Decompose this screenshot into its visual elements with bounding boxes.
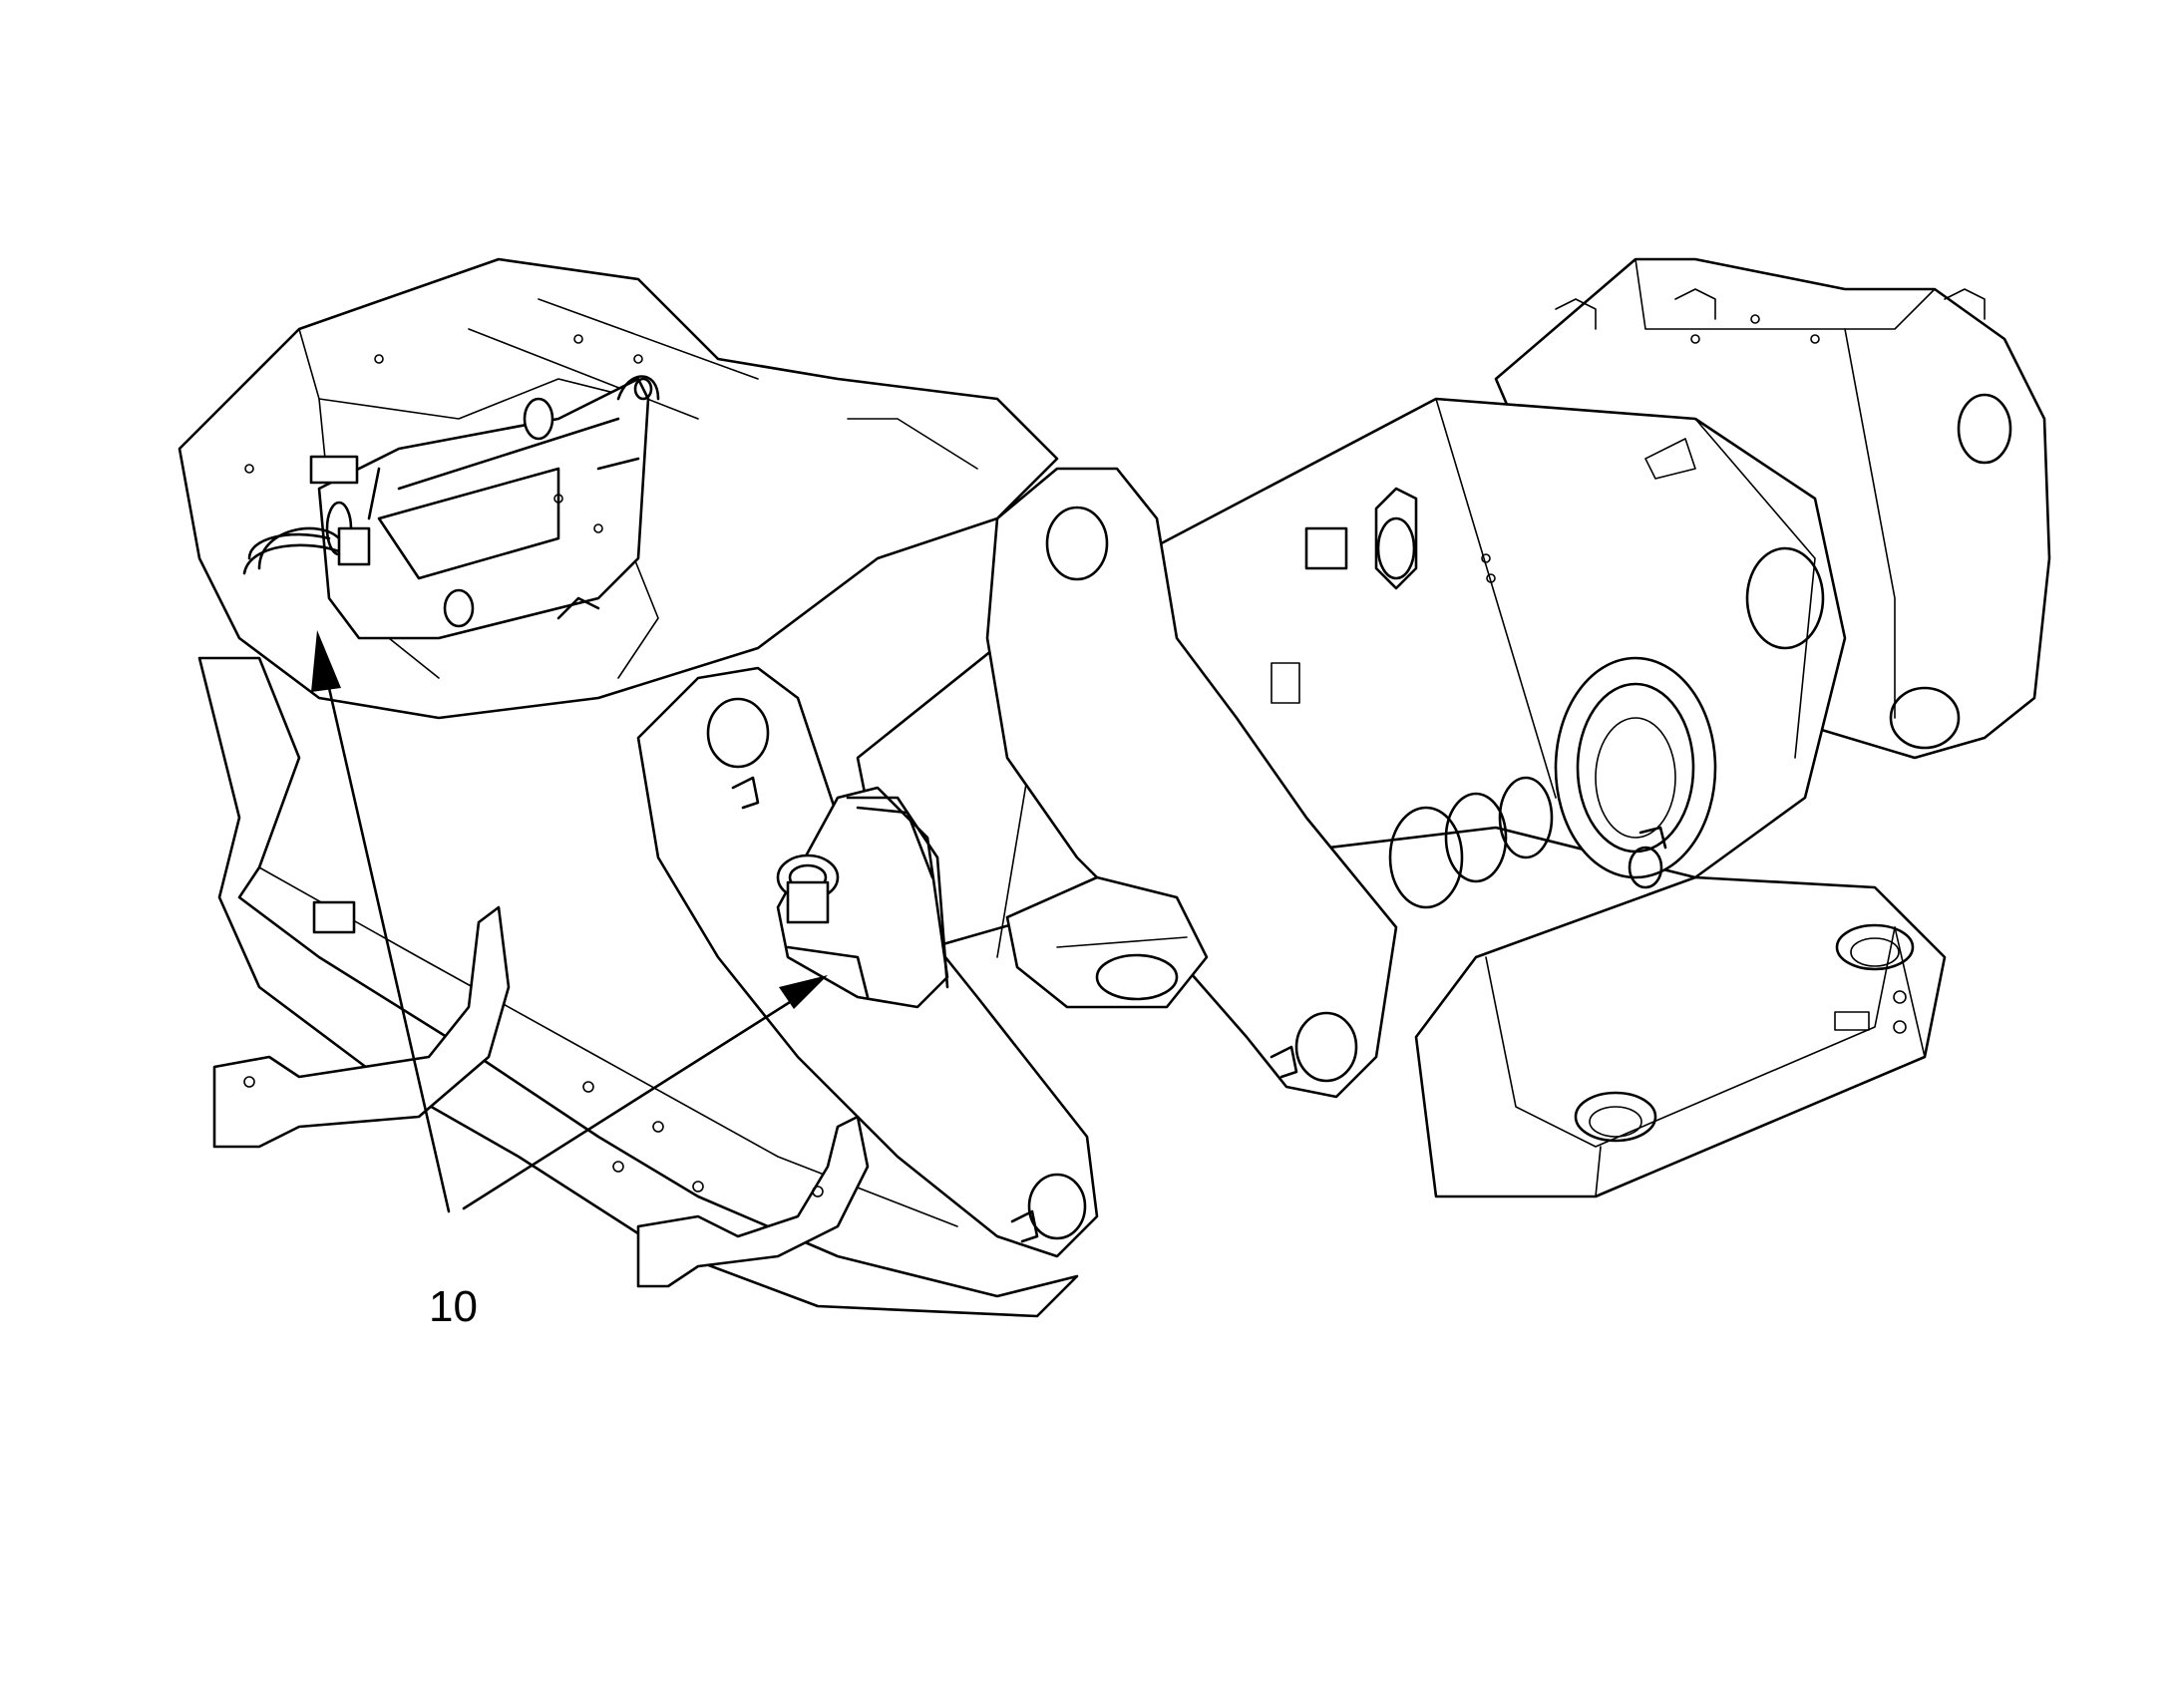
callout-number: 10 (429, 1282, 478, 1331)
fender-bracket-left (212, 900, 511, 1149)
tilt-cylinder-mount (776, 786, 949, 1009)
valve-bracket-assembly (242, 375, 660, 640)
fender-bracket-right (636, 1115, 870, 1288)
callout-leader-lines (311, 630, 828, 1213)
rear-frame (1414, 875, 1947, 1198)
